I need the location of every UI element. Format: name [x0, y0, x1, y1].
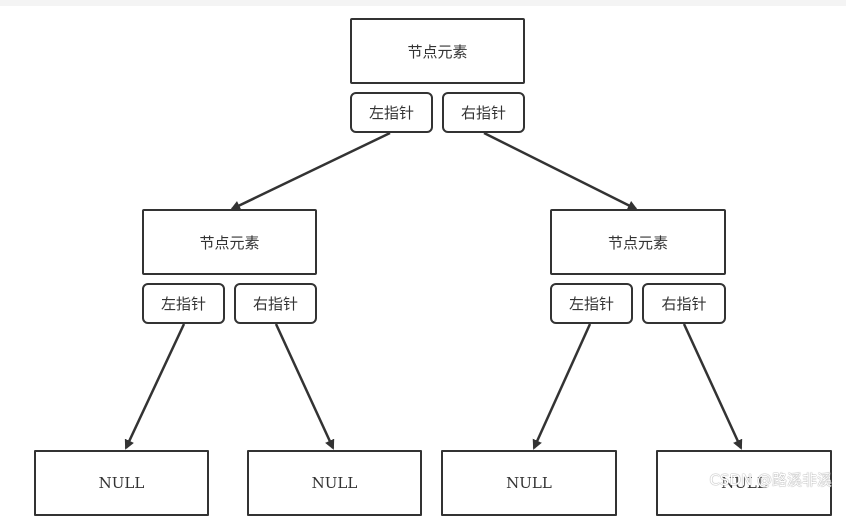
left-child-element-label: 节点元素: [199, 233, 260, 252]
root-left-pointer-box: 左指针: [350, 92, 433, 133]
watermark: CSDN @路溪非溪: [709, 471, 832, 489]
right-child-right-pointer-label: 右指针: [661, 295, 707, 313]
left-child-right-pointer-box: 右指针: [234, 283, 317, 324]
edge-right-null-2: [682, 323, 743, 450]
root-left-pointer-label: 左指针: [368, 104, 414, 122]
null-leaf-4-label: NULL: [721, 474, 767, 492]
right-child-element-box: 节点元素: [550, 209, 726, 275]
right-child-right-pointer-box: 右指针: [642, 283, 726, 324]
edge-root-right: [483, 131, 638, 211]
null-leaf-1-label: NULL: [98, 474, 145, 492]
left-child-right-pointer-label: 右指针: [252, 295, 298, 313]
tree-edges: [124, 131, 743, 450]
null-leaf-2-label: NULL: [311, 474, 358, 492]
root-element-label: 节点元素: [407, 42, 468, 61]
root-element-box: 节点元素: [350, 18, 525, 84]
edge-root-left: [230, 131, 391, 211]
root-right-pointer-box: 右指针: [442, 92, 525, 133]
root-right-pointer-label: 右指针: [460, 104, 506, 122]
top-band: [0, 0, 846, 6]
right-child-element-label: 节点元素: [607, 233, 668, 252]
edge-left-null-1: [124, 323, 186, 450]
left-child-left-pointer-label: 左指针: [160, 295, 206, 313]
right-child-left-pointer-label: 左指针: [568, 295, 614, 313]
left-child-left-pointer-box: 左指针: [142, 283, 225, 324]
null-leaf-3: NULL: [441, 450, 617, 516]
left-child-element-box: 节点元素: [142, 209, 317, 275]
null-leaf-1: NULL: [34, 450, 209, 516]
right-child-left-pointer-box: 左指针: [550, 283, 633, 324]
null-leaf-3-label: NULL: [506, 474, 552, 492]
edge-right-null-1: [532, 323, 592, 450]
null-leaf-2: NULL: [247, 450, 422, 516]
edge-left-null-2: [274, 323, 335, 450]
